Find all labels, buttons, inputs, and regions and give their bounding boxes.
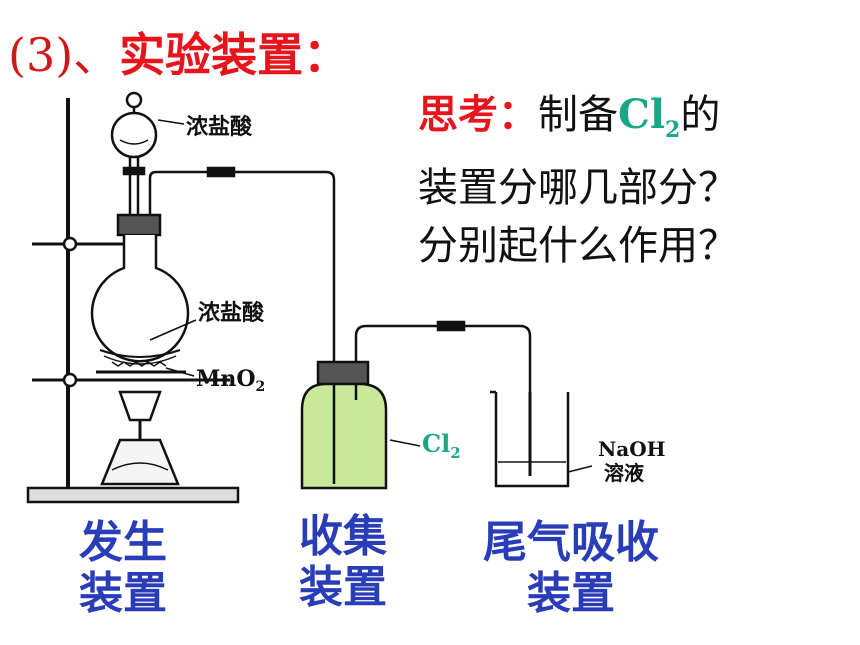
bottle-stopper bbox=[316, 360, 370, 386]
beaker bbox=[494, 392, 570, 488]
cl2-formula: Cl2 bbox=[618, 91, 681, 143]
section-number: (3)、 bbox=[8, 28, 120, 82]
think-line-1: 思考：制备Cl2的 bbox=[418, 91, 721, 143]
delivery-tube-1 bbox=[148, 170, 336, 362]
naoh-solution-label: 溶液 bbox=[604, 461, 645, 485]
gas-bottle bbox=[300, 382, 388, 490]
alcohol-lamp bbox=[100, 438, 180, 486]
stand-base bbox=[26, 486, 240, 504]
caption-absorption: 尾气吸收 装置 bbox=[483, 517, 659, 619]
funnel-acid-label: 浓盐酸 bbox=[186, 114, 253, 140]
think-prefix: 思考： bbox=[418, 92, 538, 138]
separatory-funnel bbox=[110, 111, 158, 159]
section-title: 实验装置： bbox=[119, 28, 350, 82]
lamp-top bbox=[118, 390, 162, 422]
cl2-label: Cl2 bbox=[422, 429, 461, 462]
think-question: 思考：制备Cl2的 装置分哪几部分？ 分别起什么作用？ bbox=[418, 86, 738, 275]
section-heading: (3)、实验装置： bbox=[8, 30, 349, 81]
delivery-tube-2 bbox=[354, 324, 532, 392]
caption-collection: 收集 装置 bbox=[299, 511, 387, 613]
mno2-label: MnO2 bbox=[196, 366, 265, 395]
naoh-label: NaOH bbox=[598, 437, 666, 461]
apparatus-diagram: 浓盐酸 浓盐酸 MnO2 Cl2 NaOH 溶液 bbox=[26, 91, 666, 504]
think-line-2: 装置分哪几部分？ bbox=[418, 165, 738, 211]
caption-generation: 发生 装置 bbox=[79, 517, 167, 619]
flask-acid-label: 浓盐酸 bbox=[198, 300, 265, 326]
funnel-stopper bbox=[125, 91, 143, 109]
flask-stopper bbox=[116, 213, 162, 237]
round-bottom-flask bbox=[90, 235, 190, 363]
think-line-3: 分别起什么作用？ bbox=[418, 223, 738, 269]
